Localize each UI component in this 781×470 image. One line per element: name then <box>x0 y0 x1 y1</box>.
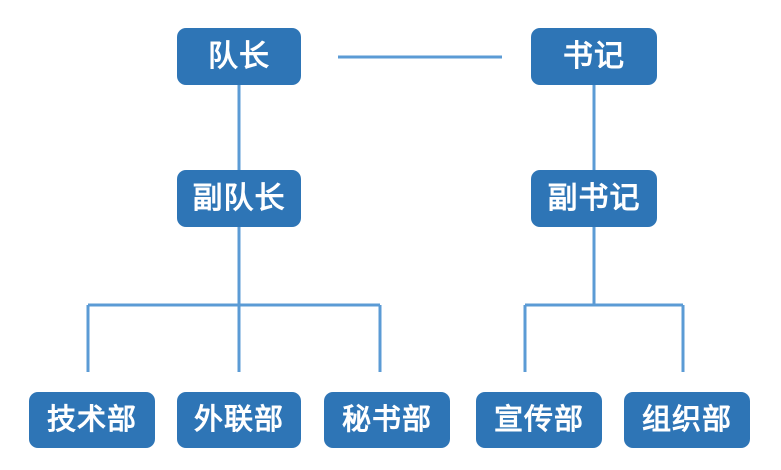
node-tech-dept[interactable]: 技术部 <box>29 392 155 448</box>
node-organization-dept[interactable]: 组织部 <box>624 392 750 448</box>
node-captain[interactable]: 队长 <box>177 28 301 85</box>
node-secretariat-dept[interactable]: 秘书部 <box>324 392 450 448</box>
node-secretary[interactable]: 书记 <box>531 28 657 85</box>
node-liaison-dept[interactable]: 外联部 <box>177 392 301 448</box>
node-publicity-dept[interactable]: 宣传部 <box>476 392 602 448</box>
node-vice-secretary[interactable]: 副书记 <box>531 170 657 227</box>
node-vice-captain[interactable]: 副队长 <box>177 170 301 227</box>
